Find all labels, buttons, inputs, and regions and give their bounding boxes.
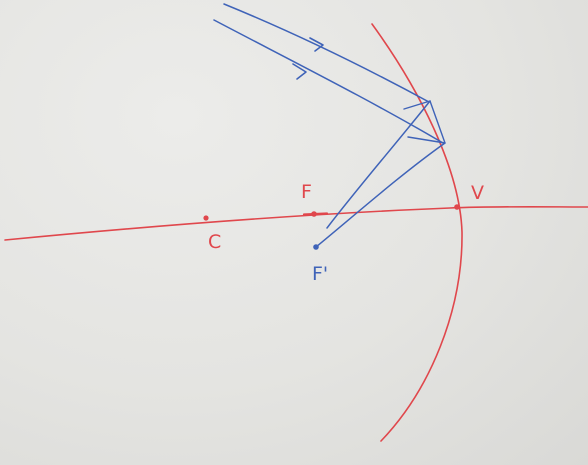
ray-2-arrow-icon [292, 63, 307, 80]
focus-label: F [301, 181, 312, 203]
focus-tick [302, 212, 329, 216]
incident-ray-1 [223, 3, 430, 103]
image-focus-point [313, 244, 319, 250]
principal-axis [4, 205, 588, 241]
incident-ray-2 [213, 19, 444, 144]
concave-mirror-arc [371, 23, 463, 442]
center-label: C [208, 231, 221, 253]
reflected-ray-1 [326, 100, 431, 229]
vertex-label: V [471, 182, 484, 204]
vertex-point [454, 204, 460, 210]
reflected-ray-2 [315, 142, 446, 248]
ray-1-arrow-icon [309, 37, 324, 52]
center-point [203, 215, 209, 221]
mirror-chord [403, 100, 446, 144]
image-focus-label: F' [312, 263, 328, 285]
